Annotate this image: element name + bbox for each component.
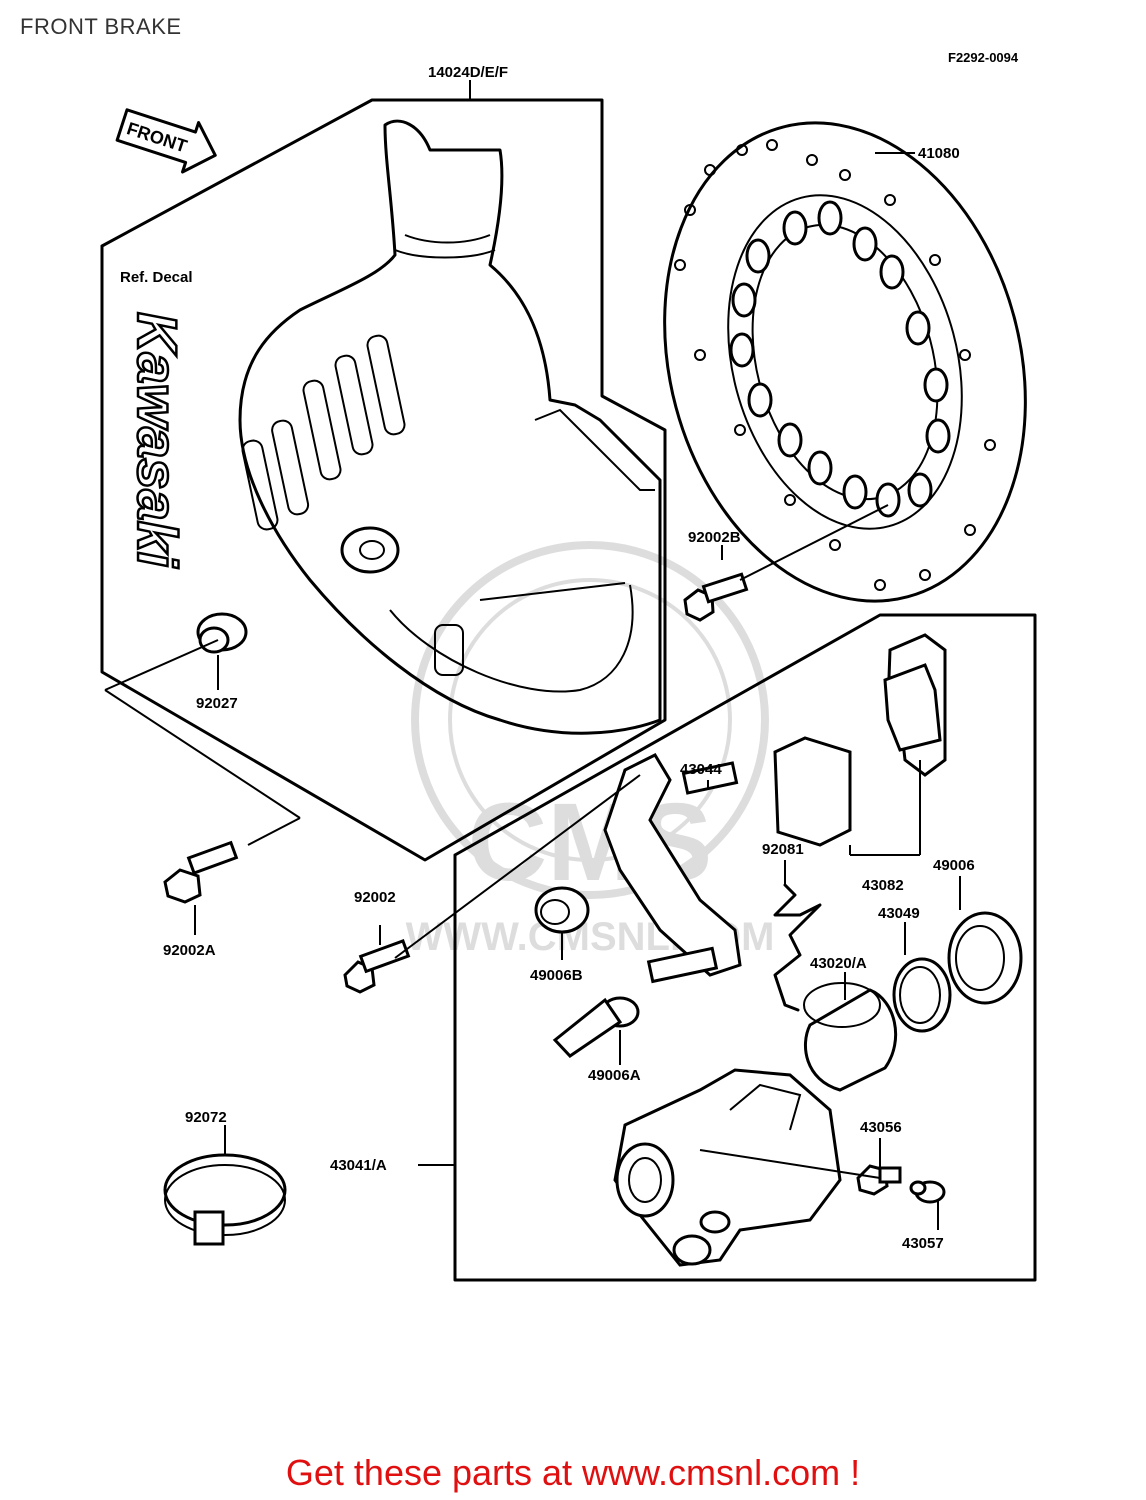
label-43044: 43044 <box>680 761 722 778</box>
label-43041: 43041/A <box>330 1157 387 1174</box>
label-43082: 43082 <box>862 877 904 894</box>
brake-disc-41080 <box>663 121 1027 603</box>
label-92002a: 92002A <box>163 942 216 959</box>
footer-parts-link[interactable]: Get these parts at www.cmsnl.com ! <box>285 1452 861 1493</box>
grommet-92027 <box>196 612 248 654</box>
piston-43020 <box>803 982 898 1092</box>
label-49006a: 49006A <box>588 1067 641 1084</box>
part-labels: 14024D/E/F 41080 92002B 92027 92002A 430… <box>120 64 975 1252</box>
kawasaki-decal: Kawasaki <box>125 311 191 570</box>
label-41080: 41080 <box>918 145 960 162</box>
label-92081: 92081 <box>762 841 804 858</box>
pin-49006a <box>552 996 640 1058</box>
label-43057: 43057 <box>902 1235 944 1252</box>
disc-bolt-92002b <box>683 572 749 622</box>
boot-49006b <box>534 886 590 934</box>
front-fender <box>238 119 662 735</box>
label-43056: 43056 <box>860 1119 902 1136</box>
page-title: FRONT BRAKE <box>20 14 182 39</box>
diagram-code: F2292-0094 <box>948 50 1019 65</box>
label-49006: 49006 <box>933 857 975 874</box>
bolt-92002 <box>343 939 411 994</box>
decal-text: Kawasaki <box>126 312 189 569</box>
leader-lines <box>104 80 961 1230</box>
hose-clamp-92072 <box>163 1153 287 1246</box>
pad-spring-92081 <box>773 883 822 1012</box>
bleeder-cap-43057 <box>909 1180 946 1204</box>
label-92002: 92002 <box>354 889 396 906</box>
label-49006b: 49006B <box>530 967 583 984</box>
brake-pad-43082 <box>773 633 947 847</box>
seal-49006 <box>947 911 1023 1005</box>
caliper-group-outline <box>453 613 1037 1282</box>
label-92002b: 92002B <box>688 529 741 546</box>
label-92072: 92072 <box>185 1109 227 1126</box>
fender-group-outline <box>100 98 667 862</box>
label-43049: 43049 <box>878 905 920 922</box>
caliper-bracket-43044 <box>603 753 742 984</box>
bolt-92002a <box>163 840 239 904</box>
parts-diagram: CMS WWW.CMSNL.COM FRONT Kawasaki <box>100 64 1037 1282</box>
watermark: CMS WWW.CMSNL.COM <box>406 541 774 959</box>
label-14024: 14024D/E/F <box>428 64 508 81</box>
decal-label: Ref. Decal <box>120 269 193 286</box>
caliper-43041 <box>613 1068 842 1267</box>
label-92027: 92027 <box>196 695 238 712</box>
seal-43049 <box>892 957 952 1033</box>
bleeder-43056 <box>856 1164 902 1196</box>
front-arrow-icon: FRONT <box>115 108 217 174</box>
label-43020: 43020/A <box>810 955 867 972</box>
front-arrow-label: FRONT <box>124 118 189 156</box>
